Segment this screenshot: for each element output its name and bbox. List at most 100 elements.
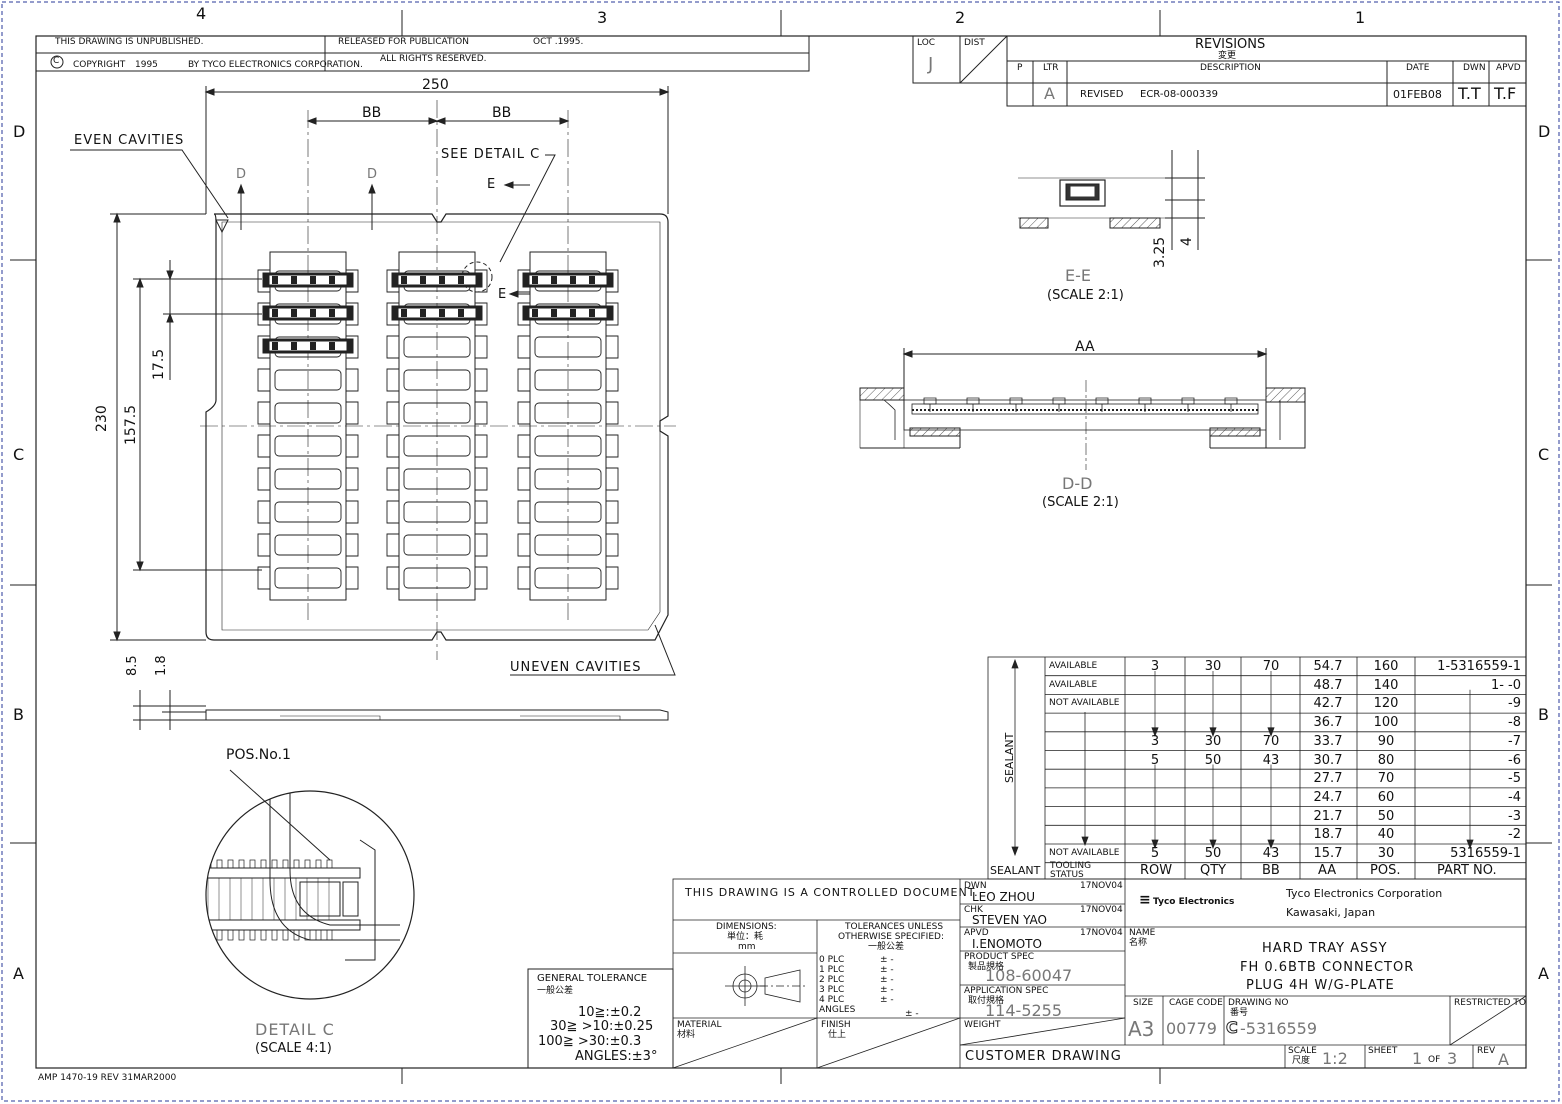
product-spec-value: 108-60047 [985, 966, 1073, 985]
plc-label: 4 PLC [819, 995, 845, 1005]
weight-label: WEIGHT [964, 1020, 1001, 1030]
name-cn: 名称 [1129, 938, 1148, 948]
company-location: Kawasaki, Japan [1286, 906, 1376, 919]
zone-row-b-right: B [1538, 705, 1549, 724]
section-mark-d-1: D [236, 167, 247, 182]
detail-c-scale: (SCALE 4:1) [255, 1041, 332, 1056]
tab-cell-aa: 42.7 [1313, 696, 1343, 712]
tab-cell-pos: 60 [1377, 789, 1395, 805]
copyright-label: COPYRIGHT [73, 60, 126, 70]
title-block-lines [672, 878, 1527, 1069]
product-spec-cn: 製品規格 [968, 962, 1005, 972]
tab-hdr-part-no: PART NO. [1437, 863, 1497, 878]
tab-hdr-sealant: SEALANT [990, 864, 1041, 877]
tab-cell-pos: 90 [1377, 733, 1395, 749]
dim-height-230: 230 [94, 405, 110, 432]
revisions-title: REVISIONS [1195, 37, 1266, 52]
tab-hdr-pos: POS. [1370, 863, 1401, 878]
tab-cell-bb: 70 [1262, 733, 1280, 749]
sheet-total: 3 [1447, 1049, 1458, 1068]
tab-cell-status: NOT AVAILABLE [1049, 698, 1120, 709]
tab-cell-status: NOT AVAILABLE [1049, 848, 1120, 858]
tolerances-cn: 一般公差 [868, 942, 905, 952]
tab-cell-status: AVAILABLE [1049, 661, 1098, 671]
cage-code-label: CAGE CODE [1169, 998, 1223, 1008]
plc-value: ± - [880, 985, 894, 995]
section-dd-title: D-D [1062, 474, 1093, 493]
dim-157-5: 157.5 [123, 404, 139, 445]
dim-pitch-bb-1: BB [362, 105, 382, 121]
tab-cell-qty: 30 [1204, 659, 1222, 674]
rev-col-p: P [1017, 63, 1023, 73]
sheet-of: OF [1428, 1055, 1441, 1065]
tab-table-lines [987, 656, 1527, 880]
tab-cell-aa: 30.7 [1313, 752, 1343, 768]
dim-4: 4 [1179, 237, 1195, 246]
zone-row-d-right: D [1538, 122, 1551, 141]
tab-cell-part-no: 5316559-1 [1450, 846, 1521, 861]
loc-label: LOC [917, 38, 936, 48]
restricted-to-label: RESTRICTED TO [1454, 998, 1526, 1008]
copyright-owner: BY TYCO ELECTRONICS CORPORATION. [188, 60, 363, 70]
rev-col-ltr: LTR [1043, 63, 1059, 73]
tab-cell-part-no: -7 [1508, 733, 1521, 749]
drawing-name-line-2: FH 0.6BTB CONNECTOR [1240, 960, 1415, 975]
tab-cell-pos: 100 [1373, 715, 1399, 731]
rev-value: A [1498, 1050, 1509, 1069]
tab-hdr-bb: BB [1262, 863, 1280, 878]
tab-cell-pos: 40 [1377, 827, 1395, 843]
plc-label: 3 PLC [819, 985, 845, 995]
tab-hdr-aa: AA [1318, 863, 1337, 878]
zone-row-a-right: A [1538, 964, 1549, 983]
tab-cell-pos: 80 [1377, 752, 1395, 768]
material-label: MATERIAL [677, 1020, 722, 1030]
rev-label: REV [1477, 1046, 1496, 1056]
tyco-logo-text: Tyco Electronics [1153, 897, 1235, 907]
general-tolerance-title-cn: 一般公差 [537, 986, 574, 996]
tolerance-line-2: 30≧ >10:±0.25 [550, 1019, 654, 1034]
released-note: RELEASED FOR PUBLICATION [338, 37, 469, 47]
plc-label: ANGLES [819, 1005, 856, 1015]
tolerances-title-2: OTHERWISE SPECIFIED: [838, 932, 944, 942]
zone-col-3: 3 [597, 8, 608, 27]
even-cavities-label: EVEN CAVITIES [74, 133, 185, 148]
dwn-name: LEO ZHOU [972, 890, 1035, 904]
rev-dwn: T.T [1458, 84, 1481, 103]
sheet-number: 1 [1412, 1049, 1423, 1068]
plc-label: 1 PLC [819, 965, 845, 975]
tab-cell-aa: 21.7 [1313, 808, 1343, 824]
tab-cell-row: 5 [1150, 846, 1160, 861]
sheet-label: SHEET [1368, 1046, 1398, 1056]
zone-col-2: 2 [955, 8, 966, 27]
plc-label: 0 PLC [819, 955, 845, 965]
drawing-no-label: DRAWING NO [1228, 998, 1289, 1008]
copyright-year: 1995 [135, 60, 158, 70]
dwn-date: 17NOV04 [1080, 881, 1123, 891]
dim-width-250: 250 [422, 77, 449, 93]
dim-17-5: 17.5 [151, 348, 167, 380]
pos-no-1-label: POS.No.1 [226, 747, 291, 763]
revisions-title-cn: 変更 [1218, 51, 1237, 61]
dimensions-label: DIMENSIONS: [716, 922, 777, 932]
tab-cell-pos: 50 [1377, 808, 1395, 824]
name-label: NAME [1129, 928, 1156, 938]
drawing-no-value: -5316559 [1240, 1019, 1318, 1038]
tab-cell-bb: 43 [1262, 846, 1280, 861]
section-ee-scale: (SCALE 2:1) [1047, 288, 1124, 303]
tab-cell-pos: 140 [1373, 677, 1399, 693]
unpublished-note: THIS DRAWING IS UNPUBLISHED. [55, 37, 204, 47]
tab-cell-qty: 30 [1204, 733, 1222, 749]
tab-side-sealant: SEALANT [1003, 732, 1016, 783]
tab-hdr-row: ROW [1140, 863, 1173, 878]
section-ee-title: E-E [1065, 266, 1091, 285]
loc-value: J [928, 54, 934, 75]
tab-cell-row: 3 [1150, 733, 1160, 749]
drawing-no-prefix: C [1226, 1018, 1239, 1037]
dim-3-25: 3.25 [1152, 236, 1168, 268]
footer-form-number: AMP 1470-19 REV 31MAR2000 [38, 1073, 177, 1083]
chk-label: CHK [964, 905, 983, 915]
rev-date: 01FEB08 [1393, 88, 1442, 101]
general-tolerance-title: GENERAL TOLERANCE [537, 973, 648, 984]
tab-cell-part-no: -4 [1508, 789, 1521, 805]
tab-cell-aa: 54.7 [1313, 659, 1343, 674]
